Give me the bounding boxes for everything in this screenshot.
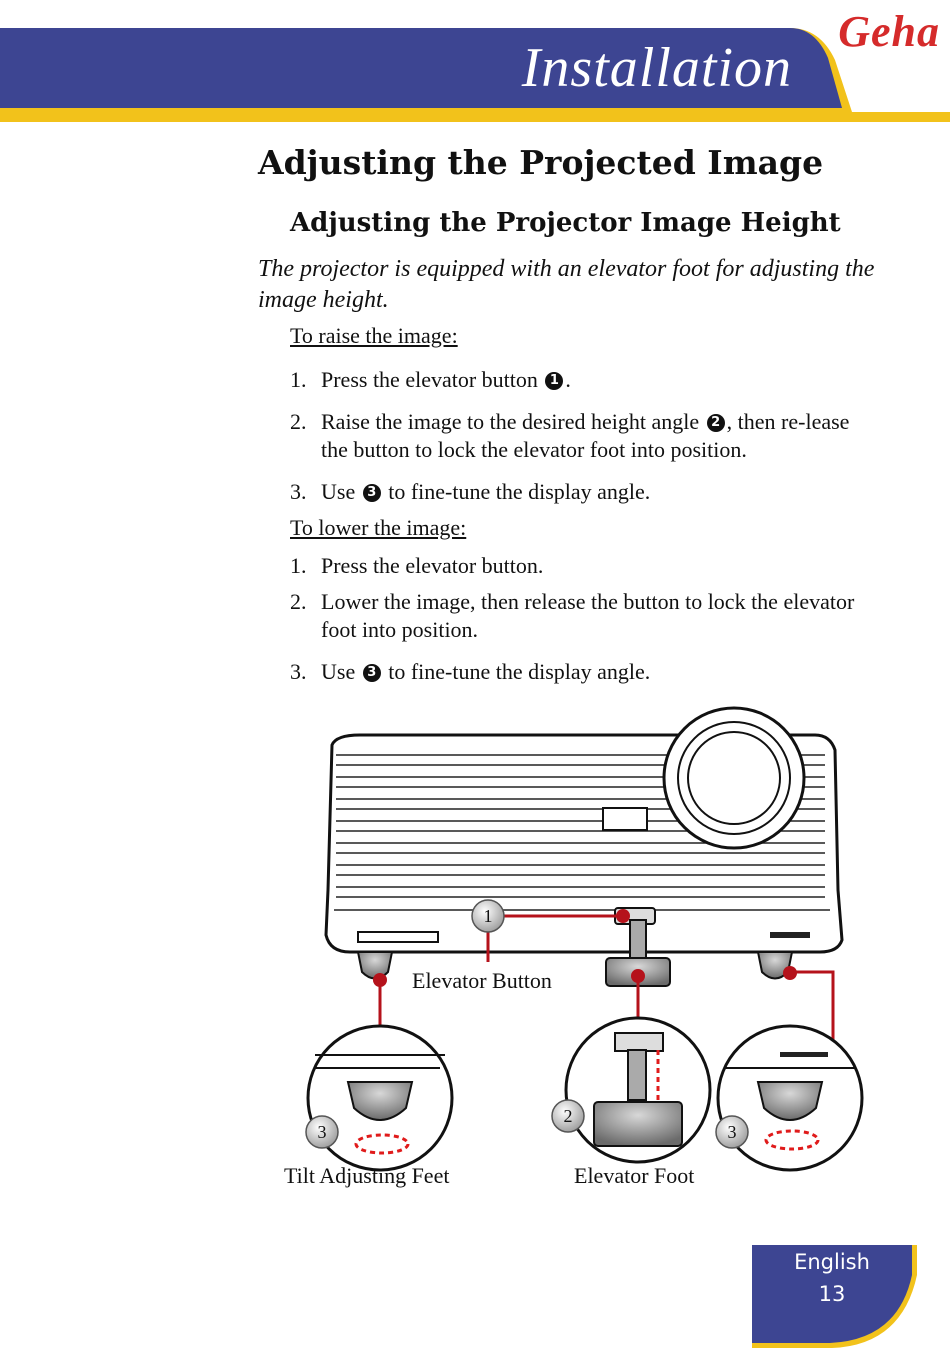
callout-2-label: 2 xyxy=(564,1106,573,1126)
ir-sensor xyxy=(602,807,648,831)
page-header: Installation Geha xyxy=(0,0,950,125)
intro-paragraph: The projector is equipped with an elevat… xyxy=(258,256,875,313)
lens-icon xyxy=(687,731,781,825)
callout-3-icon: 3 xyxy=(362,484,381,502)
callout-1-icon: 1 xyxy=(545,372,564,390)
step-text: Press the elevator button xyxy=(321,367,538,392)
lower-step-1: 1. Press the elevator button. xyxy=(290,552,890,580)
callout-bubble-2: 2 xyxy=(551,1099,585,1133)
projector-illustration: 1 2 3 3 xyxy=(270,700,890,1200)
step-text: Raise the image to the desired height an… xyxy=(321,409,700,434)
label-elevator-button: Elevator Button xyxy=(412,968,552,993)
label-tilt-adjusting-feet: Tilt Adjusting Feet xyxy=(284,1163,450,1188)
left-tilt-foot-icon xyxy=(356,951,394,980)
lower-step-3: 3. Use 3 to fine-tune the display angle. xyxy=(290,658,890,686)
header-band xyxy=(0,28,950,122)
raise-heading: To raise the image: xyxy=(290,323,458,348)
step-text: Lower the image, then release the button… xyxy=(321,589,855,642)
chapter-title: Installation xyxy=(521,37,792,99)
detail-left-tilt xyxy=(306,1024,454,1172)
callout-bubble-1: 1 xyxy=(471,899,505,933)
detail-right-tilt xyxy=(716,1024,864,1172)
footer-language: English xyxy=(794,1250,870,1274)
step-text-end: , then re-lease the button to lock the e… xyxy=(321,409,850,462)
step-text-end: . xyxy=(565,367,571,392)
projector-drawing: 1 2 3 3 xyxy=(305,706,864,1172)
callout-2-icon: 2 xyxy=(706,414,725,432)
subsection-title: Adjusting the Projector Image Height xyxy=(290,208,841,238)
section-title: Adjusting the Projected Image xyxy=(258,143,824,182)
callout-3-label: 3 xyxy=(318,1122,327,1142)
brand-logo: Geha xyxy=(838,7,940,56)
step-text-end: to fine-tune the display angle. xyxy=(388,659,651,684)
footer-tab-shape xyxy=(752,1245,917,1348)
step-number: 1. xyxy=(290,553,307,578)
step-text: Use xyxy=(321,479,356,504)
step-number: 1. xyxy=(290,367,307,392)
callout-3-label: 3 xyxy=(728,1122,737,1142)
page-footer-tab xyxy=(752,1245,917,1348)
step-number: 2. xyxy=(290,409,307,434)
callout-3-icon: 3 xyxy=(362,664,381,682)
detail-elevator-foot xyxy=(564,1016,712,1164)
step-text: Press the elevator button. xyxy=(321,553,544,578)
raise-step-1: 1. Press the elevator button 1. xyxy=(290,366,890,394)
step-text: Use xyxy=(321,659,356,684)
callout-bubble-3-left: 3 xyxy=(305,1115,339,1149)
page-number: 13 xyxy=(818,1282,846,1306)
callout-1-label: 1 xyxy=(484,906,493,926)
raise-step-2: 2. Raise the image to the desired height… xyxy=(290,408,860,464)
raise-step-3: 3. Use 3 to fine-tune the display angle. xyxy=(290,478,890,506)
step-text-end: to fine-tune the display angle. xyxy=(388,479,651,504)
lower-step-2: 2. Lower the image, then release the but… xyxy=(290,588,860,644)
callout-lines xyxy=(378,914,835,1045)
step-number: 3. xyxy=(290,659,307,684)
step-number: 3. xyxy=(290,479,307,504)
step-number: 2. xyxy=(290,589,307,614)
lower-heading: To lower the image: xyxy=(290,515,467,540)
label-elevator-foot: Elevator Foot xyxy=(574,1163,695,1188)
callout-bubble-3-right: 3 xyxy=(715,1115,749,1149)
